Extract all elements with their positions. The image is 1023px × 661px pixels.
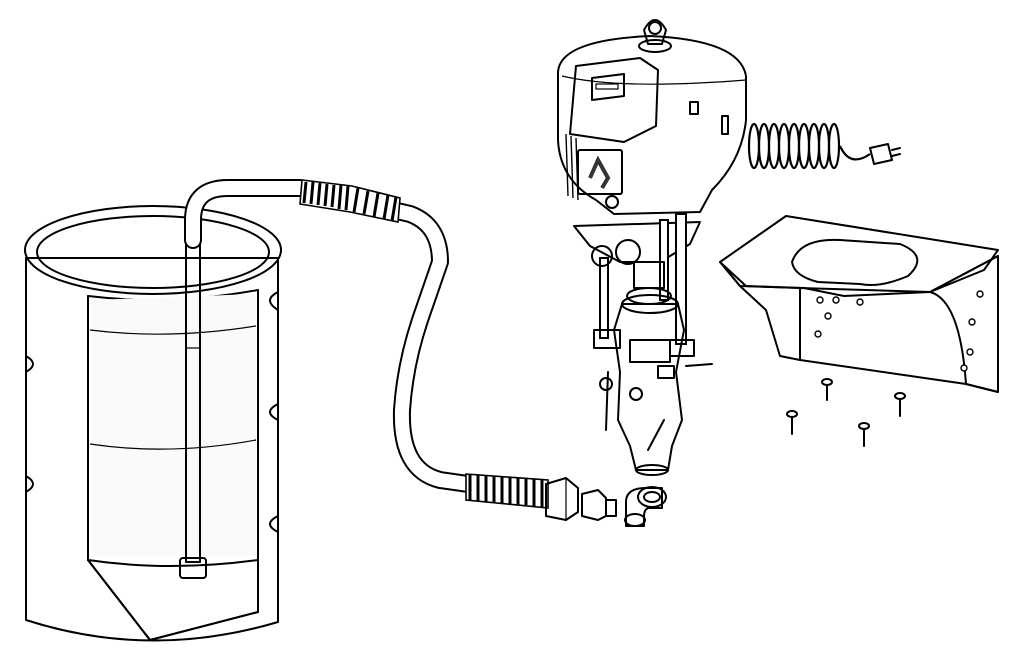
pump-motor-assembly [557,19,747,476]
screw [821,378,833,401]
mounting-screws [786,378,906,447]
control-plate [577,149,623,209]
supply-hose [184,179,549,509]
power-cord [747,122,901,170]
drum [24,205,282,642]
lifting-ring [638,19,672,53]
screw [786,410,798,435]
mounting-bracket [719,215,999,393]
hose-spring-guard-bottom [465,473,549,509]
power-plug [869,143,901,165]
hose-spring-guard-top [299,179,401,223]
fittings [545,477,667,527]
elbow-fitting [624,486,667,527]
screw [894,392,906,417]
screw [858,422,870,447]
